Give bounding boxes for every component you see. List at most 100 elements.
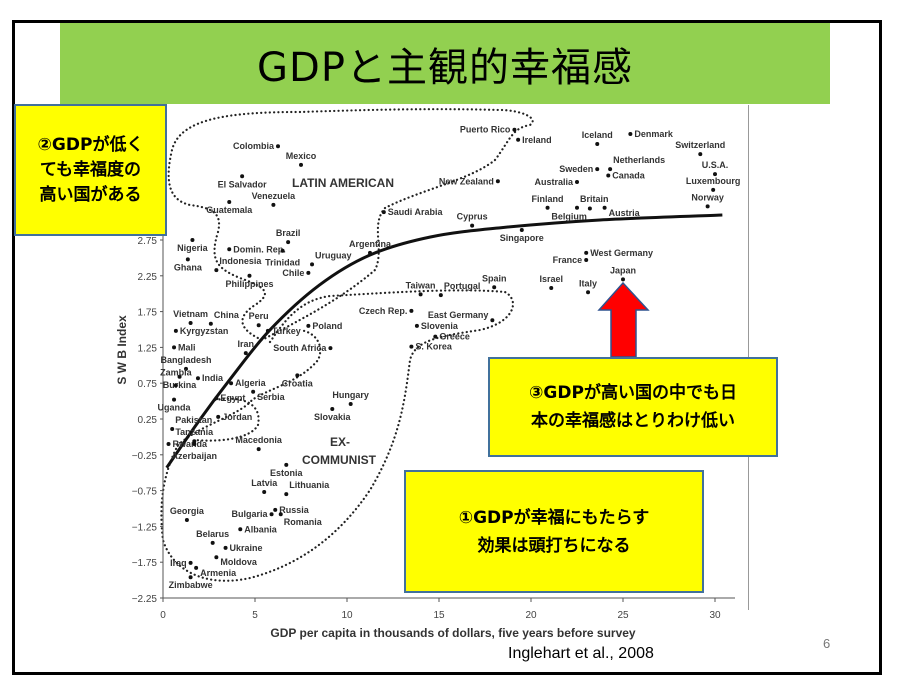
point-label-guatemala: Guatemala (206, 205, 253, 215)
point-azerbaijan (192, 442, 197, 447)
point-label-venezuela: Venezuela (252, 191, 297, 201)
point-guatemala (227, 200, 232, 205)
point-colombia (276, 144, 280, 149)
point-label-philippines: Philippines (225, 279, 273, 289)
point-mali (172, 345, 177, 350)
point-label-finland: Finland (532, 194, 564, 204)
point-label-mali: Mali (178, 342, 196, 352)
point-belgium (587, 206, 592, 211)
point-label-argentina: Argentina (349, 239, 392, 249)
y-tick-label: 2.25 (138, 272, 158, 283)
y-tick-label: 1.25 (138, 343, 158, 354)
jordan-outline (193, 397, 260, 442)
point-israel (549, 285, 554, 290)
point-luxembourg (711, 187, 716, 192)
point-sweden (595, 167, 600, 172)
point-el-salvador (240, 174, 245, 179)
point-label-croatia: Croatia (282, 378, 314, 388)
point-trinidad (280, 248, 285, 253)
point-label-serbia: Serbia (257, 392, 286, 402)
point-armenia (194, 565, 199, 570)
point-label-puerto-rico: Puerto Rico (460, 125, 511, 135)
point-label-poland: Poland (312, 321, 342, 331)
x-tick-label: 10 (341, 610, 353, 621)
y-tick-label: 1.75 (138, 308, 158, 319)
point-moldova (214, 555, 219, 560)
point-label-jordan: Jordan (222, 412, 252, 422)
point-vietnam (188, 321, 193, 326)
point-serbia (251, 389, 256, 394)
point-label-macedonia: Macedonia (235, 435, 283, 445)
point-label-turkey: Turkey (272, 326, 301, 336)
point-netherlands (608, 167, 613, 172)
y-tick-label: −2.25 (132, 594, 158, 605)
point-britain (575, 205, 579, 210)
point-label-kyrgyzstan: Kyrgyzstan (180, 326, 229, 336)
point-egypt (214, 396, 219, 401)
point-slovenia (414, 323, 419, 328)
point-label-austria: Austria (609, 208, 641, 218)
point-label-ghana: Ghana (174, 262, 203, 272)
point-label-india: India (202, 373, 224, 383)
point-new-zealand (495, 179, 500, 184)
point-iraq (188, 560, 193, 565)
point-cyprus (470, 223, 475, 228)
point-label-taiwan: Taiwan (406, 280, 436, 290)
point-label-iran: Iran (238, 339, 255, 349)
point-zambia (173, 383, 178, 388)
point-label-belgium: Belgium (551, 211, 587, 221)
point-u-s-a (713, 172, 717, 177)
point-italy (586, 290, 591, 295)
point-macedonia (256, 447, 261, 452)
point-peru (256, 323, 261, 328)
point-label-ukraine: Ukraine (230, 543, 263, 553)
point-label-el-salvador: El Salvador (218, 179, 268, 189)
point-czech-rep (409, 308, 414, 313)
point-label-latvia: Latvia (251, 478, 278, 488)
point-uganda (172, 397, 177, 402)
note-japan-low: ③GDPが高い国の中でも日 本の幸福感はとりわけ低い (488, 357, 778, 457)
point-label-australia: Australia (534, 177, 574, 187)
point-label-russia: Russia (279, 505, 310, 515)
point-australia (575, 180, 579, 185)
point-austria (602, 205, 607, 210)
point-west-germany (584, 250, 589, 255)
point-kyrgyzstan (173, 328, 178, 333)
y-tick-label: 0.75 (138, 379, 158, 390)
y-tick-label: −1.25 (132, 522, 158, 533)
point-albania (238, 527, 243, 532)
x-axis-label: GDP per capita in thousands of dollars, … (270, 626, 636, 640)
region-outlines (160, 108, 534, 582)
point-label-cyprus: Cyprus (457, 212, 488, 222)
point-label-france: France (553, 255, 583, 265)
point-label-vietnam: Vietnam (173, 309, 208, 319)
point-label-switzerland: Switzerland (675, 140, 725, 150)
ex-communist-outline (160, 289, 515, 582)
point-label-pakistan: Pakistan (175, 415, 212, 425)
point-turkey (265, 328, 270, 333)
point-estonia (284, 462, 289, 467)
point-label-spain: Spain (482, 273, 507, 283)
point-singapore (519, 227, 524, 232)
point-label-u-s-a: U.S.A. (702, 160, 729, 170)
point-label-sweden: Sweden (559, 164, 593, 174)
point-label-italy: Italy (579, 278, 597, 288)
point-romania (278, 512, 283, 517)
point-mexico (299, 162, 303, 167)
point-label-georgia: Georgia (170, 506, 205, 516)
point-portugal (438, 293, 443, 298)
note-low-gdp-high-happiness: ②GDPが低く ても幸福度の 高い国がある (14, 104, 167, 236)
page-number: 6 (823, 636, 831, 651)
point-south-africa (328, 346, 333, 351)
y-tick-label: 2.75 (138, 236, 158, 247)
trend-curve (165, 213, 723, 469)
point-argentina (368, 250, 372, 255)
point-label-israel: Israel (539, 274, 563, 284)
point-lithuania (284, 492, 289, 497)
point-label-bangladesh: Bangladesh (160, 355, 211, 365)
point-iceland (595, 142, 600, 147)
point-label-algeria: Algeria (235, 378, 267, 388)
point-label-uruguay: Uruguay (315, 250, 352, 260)
point-rwanda (166, 442, 171, 447)
point-bangladesh (184, 366, 188, 371)
